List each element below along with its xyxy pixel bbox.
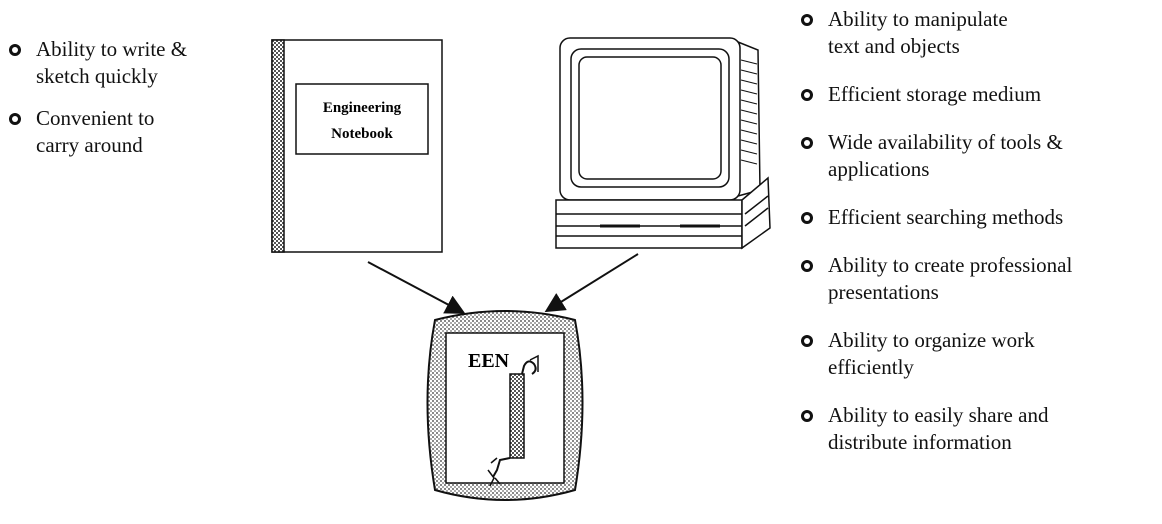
computer-benefits-list: Ability to manipulate text and objects E…: [800, 6, 1162, 477]
list-item-text-line1: Efficient searching methods: [828, 205, 1064, 229]
een-label: EEN: [468, 350, 510, 372]
bullet-icon: [801, 14, 813, 26]
list-item-text-line2: distribute information: [828, 430, 1012, 454]
bullet-icon: [801, 410, 813, 422]
een-device-icon: EEN: [426, 310, 584, 501]
list-item-text-line2: efficiently: [828, 355, 914, 379]
list-item: Ability to manipulate text and objects: [800, 6, 1162, 60]
list-item: Ability to create professional presentat…: [800, 252, 1162, 306]
computer-to-een-arrow: [544, 253, 639, 313]
list-item: Efficient storage medium: [800, 81, 1162, 108]
list-item-text-line2: sketch quickly: [36, 64, 158, 88]
list-item: Ability to write & sketch quickly: [8, 36, 248, 90]
list-item: Ability to organize work efficiently: [800, 327, 1162, 381]
list-item-text-line1: Ability to organize work: [828, 328, 1035, 352]
list-item: Efficient searching methods: [800, 204, 1162, 231]
list-item-text-line1: Wide availability of tools &: [828, 130, 1063, 154]
list-item-text-line1: Ability to write &: [36, 37, 188, 61]
list-item-text-line1: Ability to create professional: [828, 253, 1073, 277]
list-item-text-line2: text and objects: [828, 34, 960, 58]
list-item-text-line1: Ability to easily share and: [828, 403, 1049, 427]
bullet-icon: [801, 137, 813, 149]
list-item-text-line2: carry around: [36, 133, 143, 157]
list-item: Ability to easily share and distribute i…: [800, 402, 1162, 456]
computer-icon: [555, 37, 771, 250]
notebook-icon: Engineering Notebook: [271, 39, 443, 253]
notebook-title-line2: Notebook: [331, 126, 393, 142]
list-item-text-line1: Ability to manipulate: [828, 7, 1008, 31]
notebook-title-line1: Engineering: [323, 100, 402, 116]
bullet-icon: [801, 212, 813, 224]
list-item-text-line2: presentations: [828, 280, 939, 304]
list-item-text-line1: Efficient storage medium: [828, 82, 1042, 106]
bullet-icon: [9, 113, 21, 125]
notebook-to-een-arrow: [367, 261, 466, 314]
bullet-icon: [801, 260, 813, 272]
bullet-icon: [801, 89, 813, 101]
list-item-text-line1: Convenient to: [36, 106, 155, 130]
bullet-icon: [9, 44, 21, 56]
bullet-icon: [801, 335, 813, 347]
list-item-text-line2: applications: [828, 157, 930, 181]
notebook-benefits-list: Ability to write & sketch quickly Conven…: [8, 36, 248, 174]
list-item: Wide availability of tools & application…: [800, 129, 1162, 183]
list-item: Convenient to carry around: [8, 105, 248, 159]
